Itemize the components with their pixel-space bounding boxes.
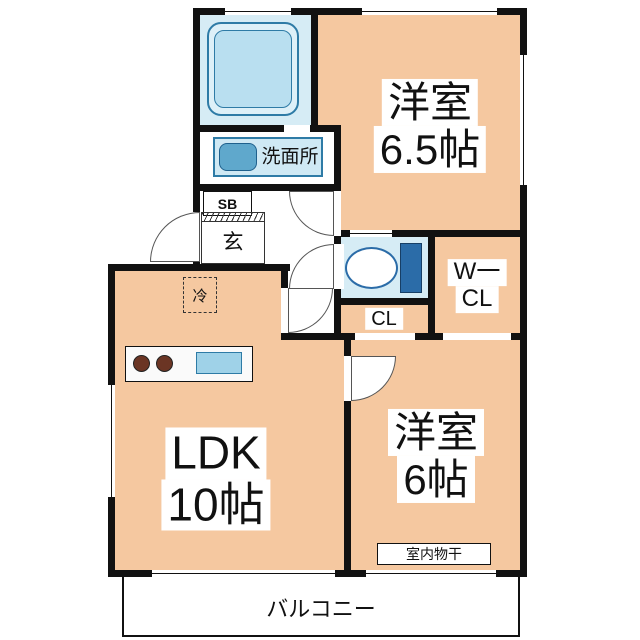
window-toilet-top — [350, 230, 392, 237]
window-ldk-left — [108, 385, 115, 497]
bedroom1-size: 6.5帖 — [373, 126, 487, 174]
wcl-line2: CL — [455, 285, 499, 313]
washroom-label: 洗面所 — [261, 146, 319, 168]
stove-burner-right — [156, 355, 173, 372]
closet-text: CL — [365, 307, 403, 331]
bedroom2-size: 6帖 — [397, 456, 475, 504]
opening-walk-in-closet — [443, 333, 511, 340]
opening-closet — [355, 333, 415, 340]
toilet-tank — [400, 243, 422, 293]
opening-bedroom2-door — [344, 356, 351, 401]
entrance-step: 玄 — [201, 212, 265, 264]
bedroom1-name: 洋室 — [381, 78, 479, 126]
refrigerator-label: 冷 — [192, 287, 208, 305]
bedroom2-label: 洋室 6帖 — [387, 408, 485, 504]
shoe-box: SB — [203, 191, 252, 216]
ldk-size: 10帖 — [161, 478, 271, 531]
refrigerator-space: 冷 — [183, 277, 217, 313]
closet-label: CL — [365, 307, 403, 331]
bedroom1-label: 洋室 6.5帖 — [373, 78, 487, 174]
toilet-bowl — [345, 247, 398, 289]
window-bedroom2-balcony — [366, 570, 496, 577]
entrance-door-arc — [150, 212, 200, 262]
room-walk-in-closet — [428, 230, 527, 340]
window-ldk-balcony — [152, 570, 335, 577]
window-bedroom1-right — [520, 55, 527, 185]
indoor-drying-box: 室内物干 — [377, 543, 491, 565]
opening-toilet-door — [334, 244, 344, 289]
balcony-text: バルコニー — [260, 597, 382, 623]
stove-burner-left — [133, 355, 150, 372]
indoor-drying-label: 室内物干 — [406, 546, 462, 562]
ldk-label: LDK 10帖 — [161, 427, 271, 531]
window-bath-top — [225, 8, 291, 15]
shoe-box-label: SB — [217, 195, 238, 212]
opening-bath-door — [284, 125, 310, 132]
balcony-label: バルコニー — [260, 597, 382, 623]
opening-ldk-door — [281, 288, 288, 333]
opening-bedroom1-door — [334, 191, 341, 236]
wcl-line1: W一 — [447, 258, 507, 286]
ldk-name: LDK — [165, 427, 267, 479]
entrance-label: 玄 — [222, 231, 244, 254]
bedroom2-name: 洋室 — [387, 408, 485, 456]
window-bedroom1-top — [362, 8, 497, 15]
washbasin-bowl — [219, 143, 257, 171]
kitchen-sink — [196, 352, 242, 374]
wcl-label: W一 CL — [447, 258, 507, 313]
bathtub-inner — [214, 30, 292, 108]
